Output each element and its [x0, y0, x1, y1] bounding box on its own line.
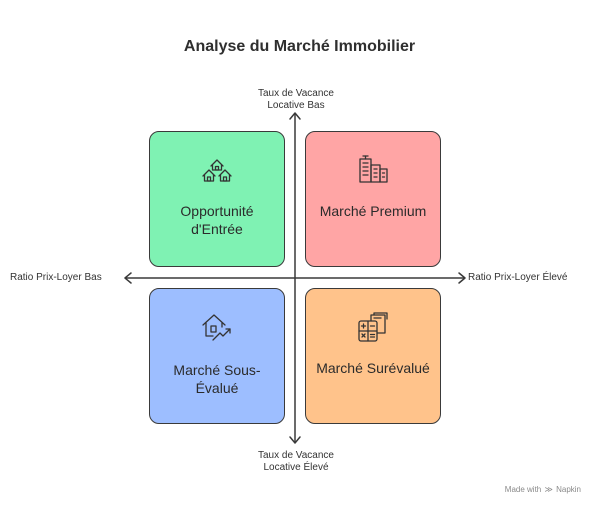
- napkin-logo-icon: ≫: [544, 485, 553, 494]
- quadrant-label: Marché Sous-Évalué: [173, 362, 261, 396]
- arrow-up-icon: [289, 112, 301, 120]
- axis-label-top-text: Taux de Vacance Locative Bas: [258, 88, 334, 111]
- arrow-right-icon: [458, 272, 466, 284]
- watermark: Made with ≫ Napkin: [505, 485, 581, 494]
- calculator-icon: [358, 312, 388, 342]
- axis-label-left: Ratio Prix-Loyer Bas: [10, 272, 102, 283]
- axis-label-bottom: Taux de Vacance Locative Élevé: [222, 450, 370, 474]
- quadrant-label: Marché Surévalué: [316, 360, 430, 376]
- quadrant-entry-opportunity: Opportunité d'Entrée: [149, 131, 285, 267]
- houses-icon: [202, 159, 232, 182]
- buildings-icon: [359, 155, 388, 183]
- quadrant-overvalued-market: Marché Surévalué: [305, 288, 441, 424]
- axis-label-right: Ratio Prix-Loyer Élevé: [468, 272, 568, 283]
- quadrant-undervalued-market: Marché Sous-Évalué: [149, 288, 285, 424]
- arrow-down-icon: [289, 436, 301, 444]
- watermark-brand: Napkin: [556, 485, 581, 494]
- watermark-prefix: Made with: [504, 485, 542, 494]
- house-trend-up-icon: [202, 314, 231, 341]
- quadrant-premium-market: Marché Premium: [305, 131, 441, 267]
- axis-label-bottom-text: Taux de Vacance Locative Élevé: [258, 450, 334, 473]
- arrow-left-icon: [124, 272, 132, 284]
- diagram-title: Analyse du Marché Immobilier: [183, 38, 416, 55]
- quadrant-label: Opportunité d'Entrée: [180, 203, 254, 237]
- axis-label-top: Taux de Vacance Locative Bas: [222, 88, 370, 112]
- quadrant-label: Marché Premium: [319, 203, 427, 219]
